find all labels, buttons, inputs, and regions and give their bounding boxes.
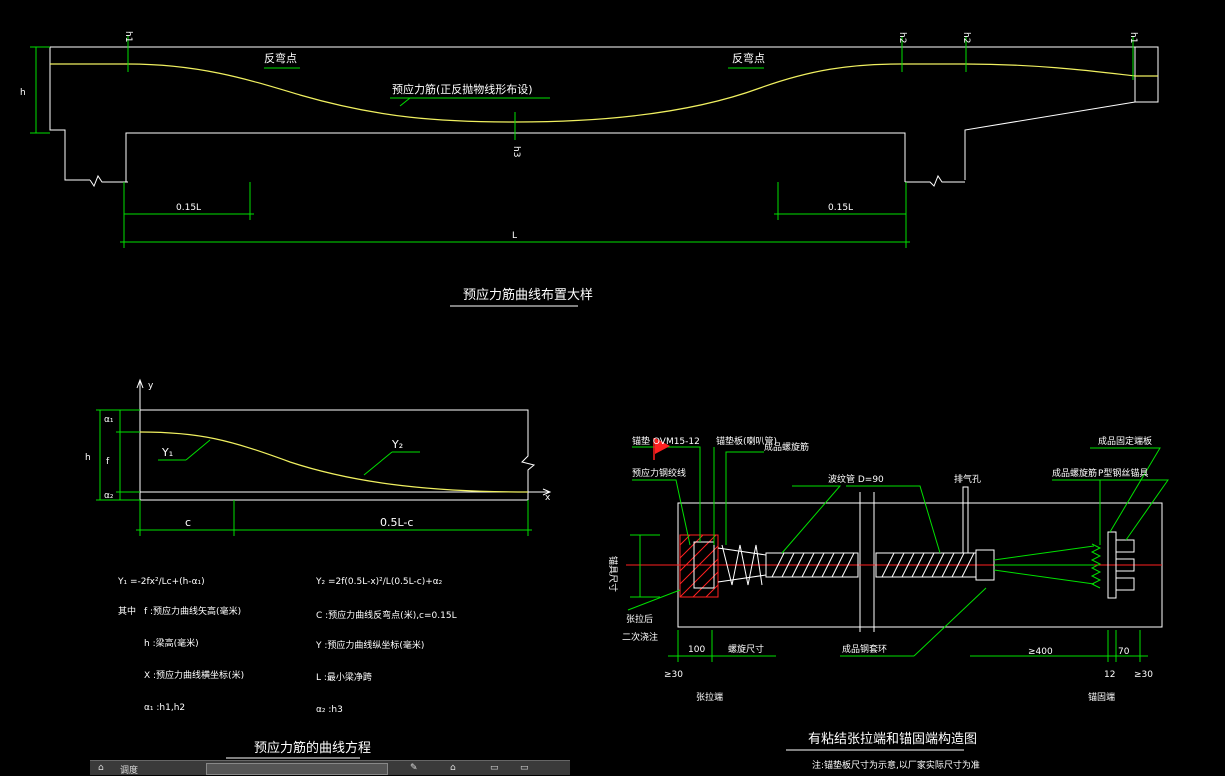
taskbar: ⌂ 调度 ✎ ⌂ ▭ ▭ xyxy=(90,760,570,776)
lbl-grout2: 二次浇注 xyxy=(622,631,658,643)
break-left xyxy=(89,174,128,188)
lbl-fixed-plate: 成品固定端板 xyxy=(1098,435,1152,447)
curve-dim-a1: α₁ xyxy=(104,415,114,425)
dim-h1-right: h1 xyxy=(1128,32,1138,43)
label-y1: Y₁ xyxy=(161,446,173,459)
dim-70: 70 xyxy=(1118,647,1130,657)
dim-h2-a: h2 xyxy=(897,32,907,43)
x-desc: X :预应力曲线横坐标(米) xyxy=(144,669,244,681)
dim-h2-b: h2 xyxy=(961,32,971,43)
taskbar-icon[interactable]: ⌂ xyxy=(98,763,104,773)
anchor-detail xyxy=(626,438,1169,751)
dim-400: ≥400 xyxy=(1028,647,1053,657)
curve-box xyxy=(140,409,536,501)
dim-12: 12 xyxy=(1104,670,1115,680)
curve-detail-title: 预应力筋的曲线方程 xyxy=(254,740,371,756)
dim-h3: h3 xyxy=(511,146,521,157)
dim-015L-right: 0.15L xyxy=(828,203,853,213)
lbl-spiral2: 成品螺旋筋 xyxy=(1052,467,1097,479)
inflection-label-left: 反弯点 xyxy=(264,51,297,65)
pen-icon[interactable]: ✎ xyxy=(410,763,418,773)
inflection-label-right: 反弯点 xyxy=(732,51,765,65)
lbl-p-anchor: P型钢丝锚具 xyxy=(1098,467,1148,479)
home-icon[interactable]: ⌂ xyxy=(450,763,456,773)
break-right xyxy=(905,174,965,187)
parabola-curve xyxy=(139,431,529,493)
anchor-note: 注:锚垫板尺寸为示意,以厂家实际尺寸为准 xyxy=(812,759,980,771)
lbl-vent: 排气孔 xyxy=(954,473,981,485)
dim-100: 100 xyxy=(688,645,705,655)
window-icon[interactable]: ▭ xyxy=(490,763,499,773)
lbl-tendon: 预应力钢绞线 xyxy=(632,467,686,479)
top-detail xyxy=(30,36,1159,307)
window-icon-2[interactable]: ▭ xyxy=(520,763,529,773)
a1-desc: α₁ :h1,h2 xyxy=(144,703,185,713)
web-outline xyxy=(125,132,906,182)
taskbar-active-window[interactable] xyxy=(206,763,388,775)
axis-x-label: x xyxy=(545,493,551,503)
y-desc: Y :预应力曲线纵坐标(毫米) xyxy=(315,639,424,651)
eq-y1: Y₁ =-2fx²/Lc+(h-α₁) xyxy=(117,577,205,587)
dim-h1-left: h1 xyxy=(123,31,133,42)
lbl-duct: 波纹管 D=90 xyxy=(828,473,884,485)
c-desc: C :预应力曲线反弯点(米),c=0.15L xyxy=(316,609,457,621)
lbl-anchor-end: 锚固端 xyxy=(1088,691,1115,703)
label-y2: Y₂ xyxy=(391,438,403,451)
dim-L: L xyxy=(512,231,517,241)
dim-30b: ≥30 xyxy=(1134,670,1153,680)
curve-dim-05Lc: 0.5L-c xyxy=(380,516,413,529)
lbl-trumpet: 锚垫板(喇叭管) xyxy=(716,435,777,447)
curve-dim-a2: α₂ xyxy=(104,491,114,501)
axis-y-label: y xyxy=(148,381,154,391)
h-desc: h :梁高(毫米) xyxy=(144,637,199,649)
dim-015L-left: 0.15L xyxy=(176,203,201,213)
l-desc: L :最小梁净跨 xyxy=(316,671,372,683)
eq-y2: Y₂ =2f(0.5L-x)²/L(0.5L-c)+α₂ xyxy=(315,577,443,587)
beam-outline xyxy=(50,46,1159,180)
lbl-grout: 张拉后 xyxy=(626,613,653,625)
lbl-ring: 成品钢套环 xyxy=(842,643,887,655)
tendon-label: 预应力筋(正反抛物线形布设) xyxy=(392,82,533,96)
a2-desc: α₂ :h3 xyxy=(316,705,343,715)
lbl-bearing-plate: 锚垫 OVM15-12 xyxy=(632,435,700,447)
lbl-spiral: 成品螺旋筋 xyxy=(764,441,809,453)
dim-h: h xyxy=(20,88,26,98)
beam-left-end xyxy=(49,47,90,181)
spiral-left xyxy=(721,544,763,586)
dim-spiral: 螺旋尺寸 xyxy=(728,643,764,655)
anchor-detail-title: 有粘结张拉端和锚固端构造图 xyxy=(808,732,977,747)
curve-detail xyxy=(96,378,552,759)
lbl-anchor-size: 锚具尺寸 xyxy=(607,556,619,592)
curve-dim-c: c xyxy=(185,516,191,529)
top-detail-title: 预应力筋曲线布置大样 xyxy=(463,287,593,303)
f-desc: f :预应力曲线矢高(毫米) xyxy=(144,605,241,617)
dim-30a: ≥30 xyxy=(664,670,683,680)
curve-dim-f: f xyxy=(106,457,110,467)
tendon-curve xyxy=(50,63,1158,123)
lbl-tension-end: 张拉端 xyxy=(696,691,723,703)
where-label: 其中 xyxy=(118,605,136,617)
taskbar-item-label[interactable]: 调度 xyxy=(120,766,139,776)
curve-dim-h: h xyxy=(85,453,91,463)
